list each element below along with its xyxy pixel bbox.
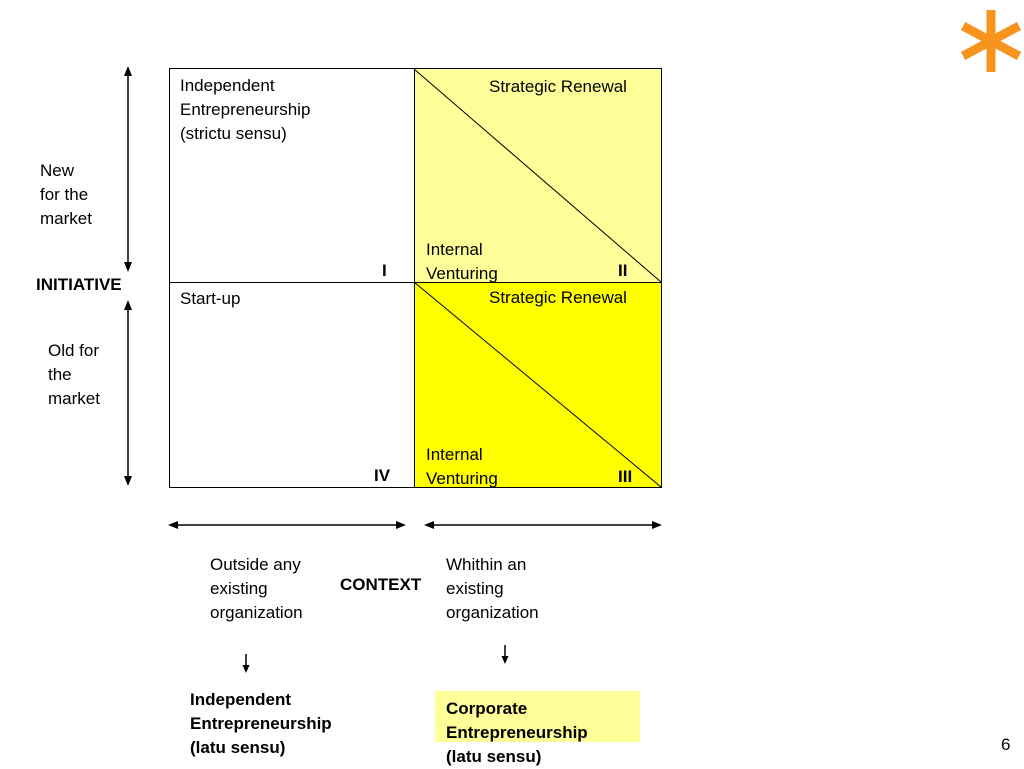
outcome-independent: Independent Entrepreneurship (latu sensu… — [190, 690, 332, 757]
corporate-highlight-box — [435, 691, 640, 742]
quadrant-iii-top-label: Strategic Renewal — [489, 288, 627, 307]
orange-asterisk-icon — [960, 10, 1022, 72]
page-number: 6 — [1001, 735, 1011, 754]
quadrant-ii-bottom-label: Internal Venturing — [426, 240, 498, 283]
initiative-new-label: New for the market — [40, 161, 92, 228]
initiative-arrow-top — [124, 66, 132, 272]
outcome-corporate: Corporate Entrepreneurship (latu sensu) — [446, 699, 588, 766]
quadrant-ii-top-label: Strategic Renewal — [489, 77, 627, 96]
initiative-title: INITIATIVE — [36, 275, 122, 294]
quadrant-i-label: Independent Entrepreneurship (strictu se… — [180, 76, 311, 143]
matrix-frame — [169, 68, 662, 488]
context-outside-label: Outside any existing organization — [210, 555, 303, 622]
quadrant-iii-diagonal — [413, 281, 662, 488]
quadrant-ii-diagonal — [413, 68, 662, 283]
context-arrow-right — [424, 521, 662, 529]
quadrant-iii-roman: III — [618, 467, 633, 486]
context-title: CONTEXT — [340, 575, 422, 594]
quadrant-iii-bottom-label: Internal Venturing — [426, 445, 498, 488]
quadrant-i-roman: I — [382, 261, 387, 280]
initiative-arrow-bottom — [124, 300, 132, 486]
initiative-old-label: Old for the market — [48, 341, 100, 408]
down-arrow-right-icon — [501, 645, 509, 664]
quadrant-ii-roman: II — [618, 261, 628, 280]
context-arrow-left — [168, 521, 406, 529]
quadrant-iv-label: Start-up — [180, 289, 241, 308]
quadrant-iv-roman: IV — [374, 466, 391, 485]
context-within-label: Whithin an existing organization — [446, 555, 539, 622]
down-arrow-left-icon — [242, 654, 250, 673]
